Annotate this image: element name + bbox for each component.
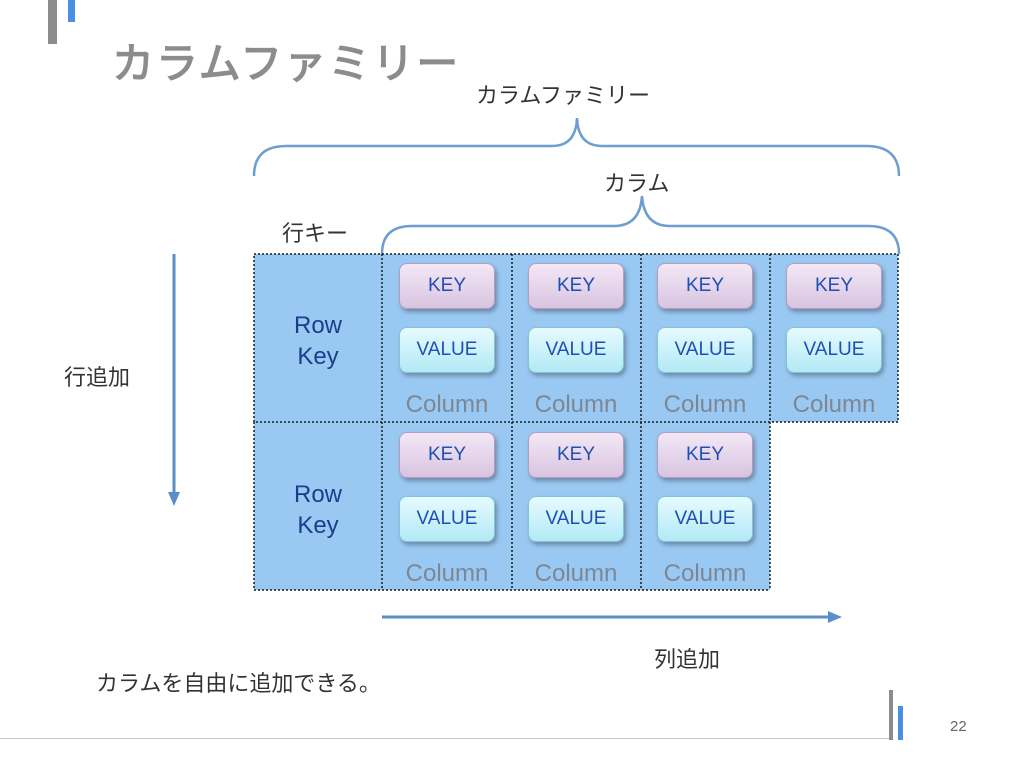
row-2-col-3-label: Column [663,560,747,587]
column-family-label: カラムファミリー [476,84,651,109]
slide-note: カラムを自由に追加できる。 [96,672,381,697]
column-brace [380,195,901,255]
deco-bar-grey-top [48,0,57,44]
row-1-key-line-1: Row [293,312,342,339]
col-add-label: 列追加 [654,648,721,673]
row-2-col-3-key: KEY [657,432,753,478]
row-2-col-1-label: Column [405,560,489,587]
row-1-col-2-key: KEY [528,263,624,309]
row-1-col-3-label: Column [663,391,747,418]
row-1-col-1-key: KEY [399,263,495,309]
row-1-col-4-key: KEY [786,263,882,309]
row-2-key-line-2: Key [297,512,339,539]
footer-bar-blue [898,706,903,740]
row-add-label: 行追加 [64,366,131,391]
row-1-col-1-label: Column [405,391,489,418]
row-2-col-2-value: VALUE [528,496,624,542]
row-2-col-1-value: VALUE [399,496,495,542]
row-add-arrow-head [168,492,180,506]
row-2-col-3-value: VALUE [657,496,753,542]
row-2-col-2-key: KEY [528,432,624,478]
column-label: カラム [604,172,670,197]
page-number: 22 [950,718,967,735]
row-2-col-2-label: Column [534,560,618,587]
deco-bar-blue-top [68,0,75,22]
footer-bar-grey [889,690,893,740]
col-add-arrow-head [828,611,842,623]
row-1-key-line-2: Key [297,343,339,370]
row-1-col-4-value: VALUE [786,327,882,373]
row-1-col-1-value: VALUE [399,327,495,373]
row-key-header: 行キー [282,222,349,247]
family-brace [252,117,901,177]
row-1-col-2-value: VALUE [528,327,624,373]
footer-divider [0,738,892,739]
row-1-col-3-value: VALUE [657,327,753,373]
row-1-col-4-label: Column [792,391,876,418]
row-1-col-3-key: KEY [657,263,753,309]
row-2-key-line-1: Row [293,481,342,508]
slide-title: カラムファミリー [112,39,461,88]
row-1-col-2-label: Column [534,391,618,418]
row-2-col-1-key: KEY [399,432,495,478]
